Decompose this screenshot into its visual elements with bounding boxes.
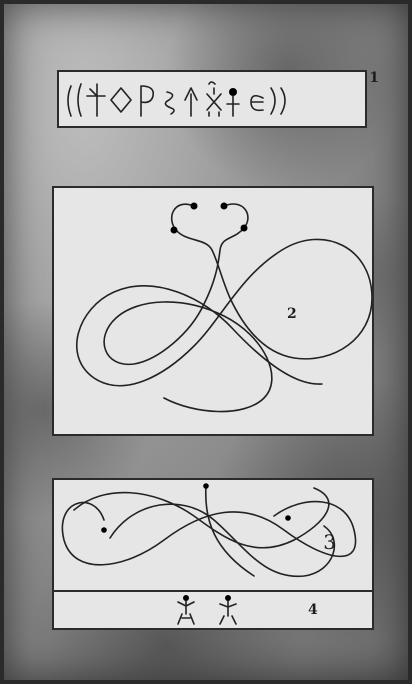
glyph-row-drawing — [59, 72, 365, 126]
serpent-loop-drawing — [54, 188, 372, 434]
panel-number-1: 1 — [369, 70, 379, 86]
two-figures-drawing — [54, 592, 372, 628]
panel-number-2: 2 — [287, 306, 297, 322]
panel-3-interlace-figure: 3 — [52, 478, 374, 592]
panel-2-serpent-figure: 2 — [52, 186, 374, 436]
panel-4-figures: 4 — [52, 590, 374, 630]
panel-number-4: 4 — [308, 602, 318, 618]
engraved-plate: 1 2 3 4 — [4, 4, 408, 680]
panel-1-glyph-row: 1 — [57, 70, 367, 128]
panel-number-3: 3 — [323, 530, 336, 554]
